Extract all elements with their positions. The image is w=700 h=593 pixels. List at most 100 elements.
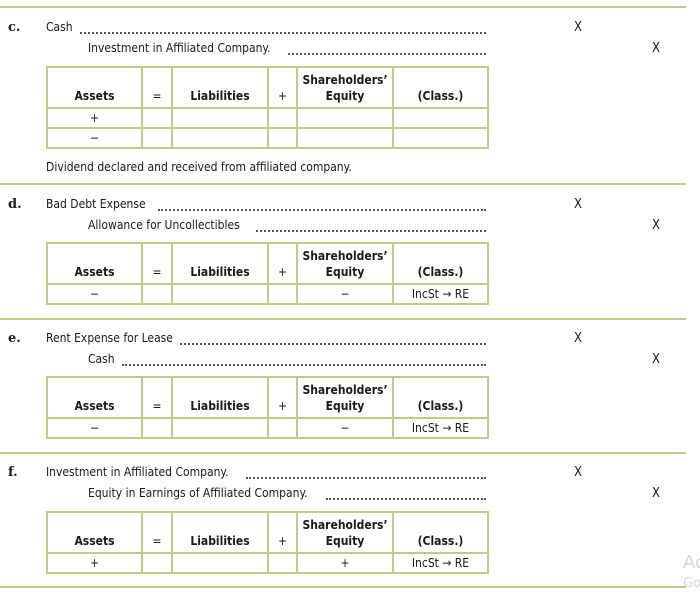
header-equals: = bbox=[141, 511, 173, 554]
header-equals: = bbox=[141, 66, 173, 109]
cell-liabilities bbox=[171, 127, 269, 149]
header-shareholders-equity: Shareholders’ Equity bbox=[296, 376, 394, 419]
header-class: (Class.) bbox=[392, 66, 489, 109]
entry-letter-c: c. bbox=[8, 20, 21, 35]
header-equals: = bbox=[141, 376, 173, 419]
cell-assets: + bbox=[46, 552, 143, 574]
leader-dots bbox=[80, 20, 486, 34]
table-row: + + IncSt → RE bbox=[46, 552, 489, 574]
table-row: − − IncSt → RE bbox=[46, 283, 489, 305]
leader-dots bbox=[180, 331, 486, 345]
cell-op bbox=[267, 127, 298, 149]
leader-dots bbox=[246, 465, 486, 479]
debit-account-f: Investment in Affiliated Company. bbox=[46, 465, 229, 479]
debit-mark-e: X bbox=[574, 331, 583, 346]
header-se-line2: Equity bbox=[325, 89, 365, 103]
header-se-line2: Equity bbox=[325, 399, 365, 413]
cell-op bbox=[141, 417, 173, 439]
entry-letter-f: f. bbox=[8, 465, 18, 480]
header-assets: Assets bbox=[46, 242, 143, 285]
entry-letter-e: e. bbox=[8, 331, 21, 346]
cell-equity: − bbox=[296, 417, 394, 439]
cell-op bbox=[141, 127, 173, 149]
cell-op bbox=[267, 417, 298, 439]
cell-class bbox=[392, 127, 489, 149]
cell-op bbox=[267, 552, 298, 574]
effects-table-c: Assets = Liabilities + Shareholders’Equi… bbox=[46, 66, 489, 149]
cell-op bbox=[267, 283, 298, 305]
cell-liabilities bbox=[171, 283, 269, 305]
table-row: − bbox=[46, 127, 489, 149]
cell-class: IncSt → RE bbox=[392, 552, 489, 574]
watermark-line2: Go bbox=[683, 576, 700, 591]
debit-account-d: Bad Debt Expense bbox=[46, 197, 146, 211]
cell-class: IncSt → RE bbox=[392, 417, 489, 439]
credit-mark-e: X bbox=[652, 352, 661, 367]
cell-equity: + bbox=[296, 552, 394, 574]
header-class: (Class.) bbox=[392, 242, 489, 285]
cell-op bbox=[141, 107, 173, 129]
header-se-line1: Shareholders’ bbox=[302, 249, 388, 263]
header-assets: Assets bbox=[46, 511, 143, 554]
header-liabilities: Liabilities bbox=[171, 242, 269, 285]
cell-equity bbox=[296, 107, 394, 129]
header-liabilities: Liabilities bbox=[171, 376, 269, 419]
debit-account-c: Cash bbox=[46, 20, 73, 34]
effects-table-e: Assets = Liabilities + Shareholders’ Equi… bbox=[46, 376, 489, 439]
leader-dots bbox=[256, 218, 486, 232]
header-plus: + bbox=[267, 66, 298, 109]
section-divider bbox=[0, 183, 686, 185]
header-shareholders-equity: Shareholders’ Equity bbox=[296, 511, 394, 554]
header-se-line1: Shareholders’ bbox=[302, 518, 388, 532]
header-shareholders-equity: Shareholders’ Equity bbox=[296, 242, 394, 285]
header-liabilities: Liabilities bbox=[171, 66, 269, 109]
credit-account-e: Cash bbox=[88, 352, 115, 366]
cell-class: IncSt → RE bbox=[392, 283, 489, 305]
header-se-line1: Shareholders’ bbox=[302, 383, 388, 397]
debit-mark-c: X bbox=[574, 20, 583, 35]
cell-class bbox=[392, 107, 489, 129]
credit-mark-d: X bbox=[652, 218, 661, 233]
cell-liabilities bbox=[171, 552, 269, 574]
leader-dots bbox=[326, 486, 486, 500]
leader-dots bbox=[288, 41, 486, 55]
header-shareholders-equity: Shareholders’Equity bbox=[296, 66, 394, 109]
cell-op bbox=[267, 107, 298, 129]
section-divider bbox=[0, 452, 686, 454]
section-divider bbox=[0, 6, 686, 8]
cell-assets: + bbox=[46, 107, 143, 129]
leader-dots bbox=[122, 352, 486, 366]
debit-mark-d: X bbox=[574, 197, 583, 212]
credit-account-c: Investment in Affiliated Company. bbox=[88, 41, 271, 55]
table-row: − − IncSt → RE bbox=[46, 417, 489, 439]
entry-letter-d: d. bbox=[8, 197, 22, 212]
watermark-line1: Ac bbox=[683, 552, 700, 573]
header-equals: = bbox=[141, 242, 173, 285]
note-c: Dividend declared and received from affi… bbox=[46, 160, 352, 174]
header-class: (Class.) bbox=[392, 376, 489, 419]
table-row: + bbox=[46, 107, 489, 129]
cell-equity bbox=[296, 127, 394, 149]
cell-assets: − bbox=[46, 127, 143, 149]
header-plus: + bbox=[267, 511, 298, 554]
cell-assets: − bbox=[46, 417, 143, 439]
section-divider bbox=[0, 318, 686, 320]
header-class: (Class.) bbox=[392, 511, 489, 554]
header-liabilities: Liabilities bbox=[171, 511, 269, 554]
debit-account-e: Rent Expense for Lease bbox=[46, 331, 173, 345]
credit-account-d: Allowance for Uncollectibles bbox=[88, 218, 240, 232]
credit-account-f: Equity in Earnings of Affiliated Company… bbox=[88, 486, 308, 500]
cell-op bbox=[141, 552, 173, 574]
leader-dots bbox=[158, 197, 486, 211]
cell-liabilities bbox=[171, 417, 269, 439]
header-se-line2: Equity bbox=[325, 534, 365, 548]
section-divider bbox=[0, 586, 686, 588]
effects-table-f: Assets = Liabilities + Shareholders’ Equi… bbox=[46, 511, 489, 574]
header-assets: Assets bbox=[46, 376, 143, 419]
header-se-line2: Equity bbox=[325, 265, 365, 279]
header-plus: + bbox=[267, 242, 298, 285]
credit-mark-c: X bbox=[652, 41, 661, 56]
header-plus: + bbox=[267, 376, 298, 419]
cell-op bbox=[141, 283, 173, 305]
header-assets: Assets bbox=[46, 66, 143, 109]
